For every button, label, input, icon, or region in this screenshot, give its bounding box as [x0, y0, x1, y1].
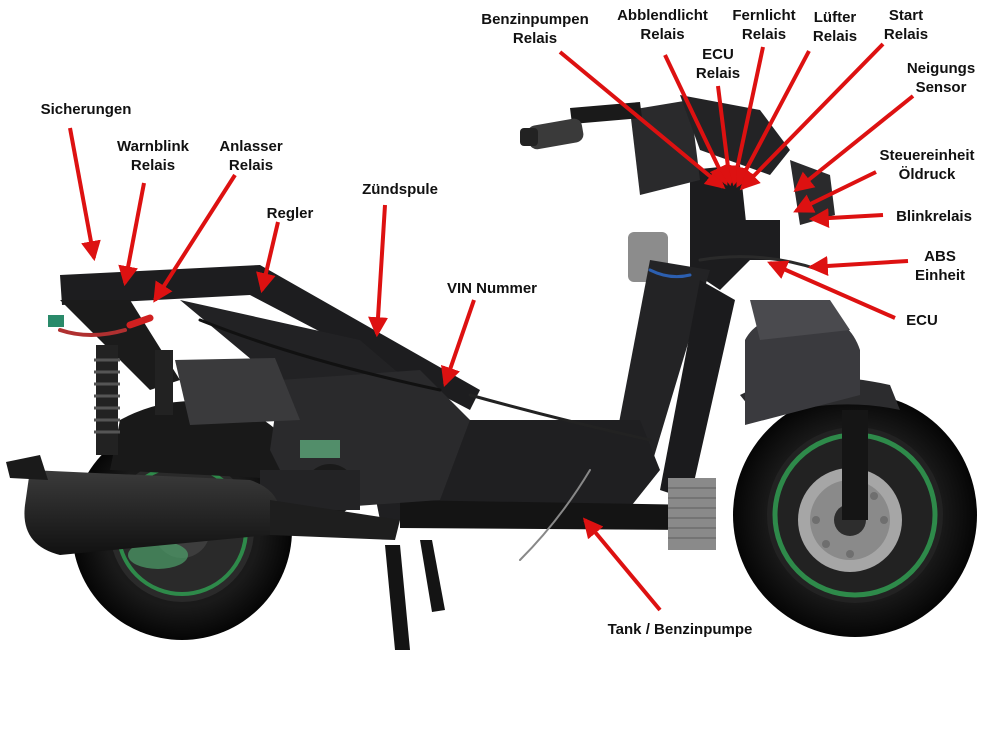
label-tank-benzinpumpe: Tank / Benzinpumpe: [585, 620, 775, 639]
label-line: Relais: [228, 157, 274, 174]
label-vin-nummer: VIN Nummer: [432, 279, 552, 298]
label-luefter-relais: Lüfter Relais: [802, 8, 868, 46]
arrow-regler: [256, 221, 280, 294]
arrow-abs-einheit: [807, 255, 909, 276]
label-line: VIN Nummer: [446, 280, 538, 297]
label-line: Relais: [640, 26, 685, 43]
label-line: Relais: [812, 28, 858, 45]
muffler: [6, 455, 400, 555]
label-neigungs-sensor: Neigungs Sensor: [895, 59, 987, 97]
label-line: ECU: [702, 46, 734, 63]
label-benzinpumpen-relais: Benzinpumpen Relais: [470, 10, 600, 48]
label-ecu: ECU: [895, 311, 949, 330]
label-line: Fernlicht: [732, 7, 796, 24]
label-line: Sicherungen: [40, 101, 132, 118]
label-start-relais: Start Relais: [872, 6, 940, 44]
arrow-zuendspule: [368, 204, 389, 338]
label-line: Tank / Benzinpumpe: [607, 621, 753, 638]
label-line: ECU: [906, 312, 938, 329]
arrow-luefter-relais: [736, 50, 811, 188]
label-line: Sensor: [915, 79, 967, 96]
label-line: Öldruck: [898, 166, 956, 183]
label-regler: Regler: [255, 204, 325, 223]
arrow-blinkrelais: [808, 208, 884, 229]
label-line: Start: [888, 7, 924, 24]
label-line: Relais: [695, 65, 741, 82]
label-warnblink-relais: Warnblink Relais: [103, 137, 203, 175]
label-ecu-relais: ECU Relais: [686, 45, 750, 83]
label-line: Relais: [512, 30, 558, 47]
arrow-sicherungen: [68, 127, 101, 262]
label-line: Relais: [130, 157, 176, 174]
label-blinkrelais: Blinkrelais: [884, 207, 984, 226]
label-abs-einheit: ABS Einheit: [905, 247, 975, 285]
arrow-tank-benzinpumpe: [582, 517, 662, 612]
label-line: Blinkrelais: [896, 208, 972, 225]
label-anlasser-relais: Anlasser Relais: [206, 137, 296, 175]
arrow-anlasser-relais: [153, 173, 237, 303]
label-fernlicht-relais: Fernlicht Relais: [719, 6, 809, 44]
label-steuereinheit-oeldruck: Steuereinheit Öldruck: [862, 146, 992, 184]
label-line: Relais: [883, 26, 929, 43]
label-line: Anlasser: [219, 138, 283, 155]
label-line: ABS: [924, 248, 956, 265]
arrow-abblendlicht-relais: [663, 54, 728, 186]
arrow-steuereinheit-oeldruck: [793, 170, 877, 213]
label-line: Relais: [741, 26, 787, 43]
arrow-benzinpumpen-relais: [558, 50, 726, 190]
callout-arrows: [68, 42, 915, 612]
label-line: Neigungs: [906, 60, 976, 77]
label-line: Abblendlicht: [617, 7, 708, 24]
rear-shock: [94, 345, 120, 455]
arrow-vin-nummer: [441, 299, 476, 388]
arrow-warnblink-relais: [118, 182, 146, 287]
arrow-neigungs-sensor: [793, 94, 915, 193]
label-line: Einheit: [914, 267, 965, 284]
label-line: Lüfter: [813, 9, 857, 26]
scooter-chassis: [6, 95, 977, 650]
label-line: Zündspule: [362, 181, 438, 198]
arrow-start-relais: [739, 42, 885, 191]
label-line: Regler: [266, 205, 314, 222]
arrow-ecu: [767, 260, 896, 320]
label-zuendspule: Zündspule: [350, 180, 450, 199]
arrow-fernlicht-relais: [727, 46, 765, 187]
label-sicherungen: Sicherungen: [30, 100, 142, 119]
label-line: Benzinpumpen: [481, 11, 589, 28]
label-abblendlicht-relais: Abblendlicht Relais: [605, 6, 720, 44]
label-line: Warnblink: [117, 138, 189, 155]
label-line: Steuereinheit: [879, 147, 975, 164]
